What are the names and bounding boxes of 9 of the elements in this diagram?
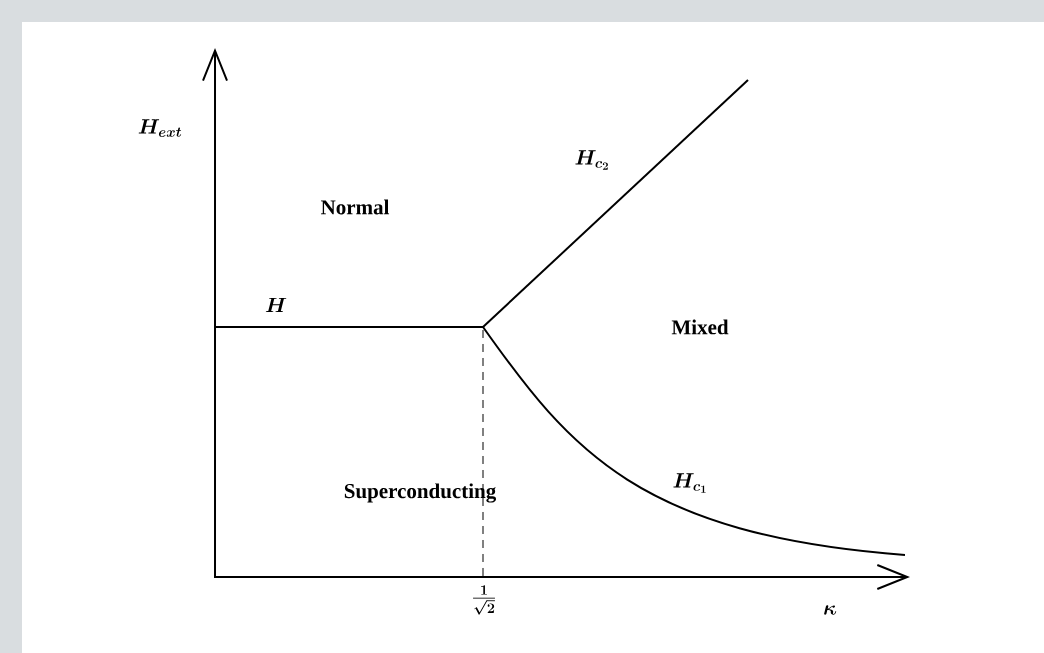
tick-label: $\frac{1}{\sqrt{2}}$ [473, 585, 495, 615]
curve-label: $H_{c_1}$ [673, 473, 706, 493]
region-label: Normal [321, 199, 390, 215]
region-label: Superconducting [344, 483, 497, 503]
region-label: Mixed [671, 319, 729, 335]
axis-label: $\kappa$ [824, 605, 837, 615]
axis-label: $H_{ext}$ [138, 119, 182, 137]
curve-label: $H_{c_2}$ [575, 150, 608, 170]
curve-label: $H$ [265, 297, 287, 313]
